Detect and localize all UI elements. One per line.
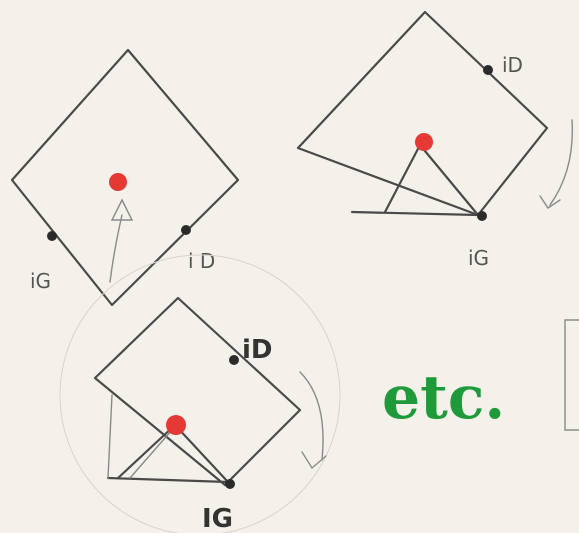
label-ig: iG [468, 246, 489, 270]
label-ig: IG [202, 504, 233, 533]
label-id: iD [242, 335, 273, 365]
triangle-sides [383, 143, 480, 217]
red-marker [109, 173, 127, 191]
panel-top-left: iG i D [10, 48, 240, 307]
dot-ig [47, 231, 57, 241]
label-id: iD [502, 53, 523, 77]
dot-id [483, 65, 493, 75]
faint-circle [59, 254, 341, 533]
inner-line [129, 429, 173, 479]
curved-arrow-down [299, 371, 324, 461]
arrow-head-down [301, 451, 327, 470]
dot-id [229, 355, 239, 365]
panel-bottom: iD IG [59, 254, 341, 533]
label-ig: iG [30, 269, 51, 293]
label-id: i D [188, 249, 215, 273]
square-bottom [93, 296, 302, 487]
square-top-right [296, 10, 549, 217]
dot-ig [225, 479, 235, 489]
arrow-triangle [110, 198, 134, 221]
left-edge-line [107, 394, 113, 479]
dot-id [181, 225, 191, 235]
curved-arrow-right [549, 119, 574, 206]
red-marker [415, 133, 433, 151]
base-line [350, 210, 480, 217]
red-marker [166, 415, 186, 435]
arrow-head-right [539, 195, 561, 209]
etc-text: etc. [382, 363, 505, 433]
partial-frame [564, 319, 579, 431]
panel-top-right: iD iG [296, 10, 574, 270]
partial-frame-outline [564, 319, 579, 431]
dot-ig [477, 211, 487, 221]
curved-arrow-up [109, 214, 123, 283]
base-line [106, 476, 230, 484]
square-top-left [10, 48, 240, 307]
